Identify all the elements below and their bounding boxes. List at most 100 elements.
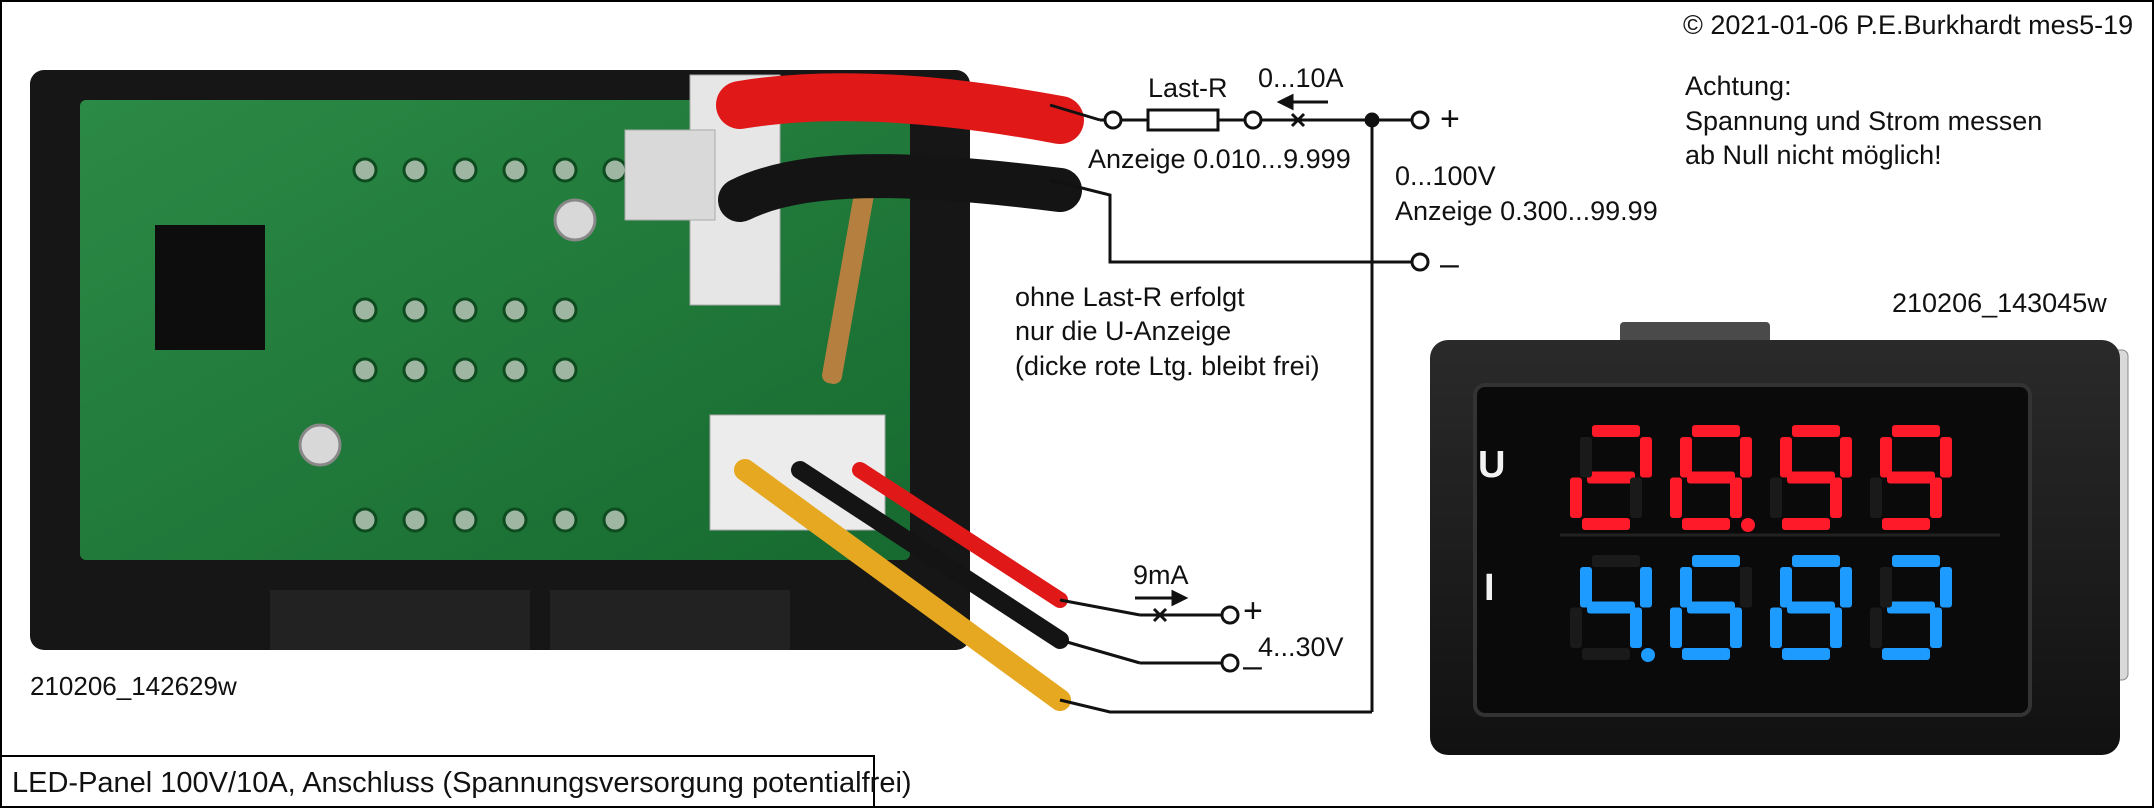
thin-red-wire	[852, 462, 1068, 608]
current-cross-b	[1290, 112, 1306, 128]
segment-c	[1830, 607, 1842, 648]
solder-pad	[452, 507, 478, 533]
solder-pad	[352, 157, 378, 183]
supply-red-lead	[1059, 598, 1141, 617]
segment-a	[1792, 555, 1840, 567]
plus-label: +	[1440, 100, 1460, 138]
current-display-label: Anzeige 0.010...9.999	[1088, 144, 1351, 174]
segment-e	[1770, 607, 1782, 648]
solder-pad	[552, 507, 578, 533]
minus-label: –	[1440, 245, 1459, 283]
segment-a	[1892, 425, 1940, 437]
note-line-1: ohne Last-R erfolgt	[1015, 282, 1245, 312]
segment-e	[1770, 477, 1782, 518]
solder-pad	[502, 357, 528, 383]
segment-d	[1582, 518, 1630, 530]
segment-d	[1682, 518, 1730, 530]
solder-pad	[552, 157, 578, 183]
segment-d	[1882, 518, 1930, 530]
segment-c	[1630, 477, 1642, 518]
solder-pad	[502, 507, 528, 533]
current-decimal-point	[1641, 648, 1655, 662]
thick-black-wire	[718, 154, 1082, 222]
current-digit-3	[1770, 555, 1852, 660]
current-range-label: 0...10A	[1258, 63, 1344, 93]
solder-pads	[352, 157, 628, 533]
u-label: U	[1478, 444, 1505, 486]
current-digit-1	[1570, 555, 1652, 660]
thin-black-wire	[791, 461, 1069, 649]
caption-text: LED-Panel 100V/10A, Anschluss (Spannungs…	[12, 767, 912, 799]
segment-g	[1887, 601, 1935, 614]
segment-e	[1670, 477, 1682, 518]
supply-range-label: 4...30V	[1258, 632, 1344, 662]
supply-terminal-minus	[1220, 653, 1240, 673]
wire-black-lead	[1049, 178, 1412, 264]
segment-c	[1930, 607, 1942, 648]
note-line-2: nur die U-Anzeige	[1015, 316, 1231, 346]
segment-c	[1630, 607, 1642, 648]
front-photo: U I	[1430, 322, 2129, 755]
segment-b	[1740, 567, 1752, 608]
trimpot-bottom	[298, 423, 342, 467]
solder-pad	[402, 357, 428, 383]
segment-b	[1940, 437, 1952, 478]
segment-g	[1887, 471, 1935, 484]
current-digit-2	[1670, 555, 1752, 660]
segment-d	[1882, 648, 1930, 660]
voltage-display-label: Anzeige 0.300...99.99	[1395, 196, 1658, 226]
voltage-digit-4	[1870, 425, 1952, 530]
segment-b	[1940, 567, 1952, 608]
trimpot-top	[553, 198, 597, 242]
segment-d	[1582, 648, 1630, 660]
display-window	[1473, 383, 2032, 717]
solder-pad	[452, 157, 478, 183]
solder-pad	[352, 297, 378, 323]
copyright-text: © 2021-01-06 P.E.Burkhardt mes5-19	[1683, 10, 2133, 40]
voltage-digit-3	[1770, 425, 1852, 530]
caption-box	[0, 755, 875, 808]
supply-plus-label: +	[1243, 592, 1263, 630]
terminal-circle-1	[1103, 110, 1123, 130]
note-line-3: (dicke rote Ltg. bleibt frei)	[1015, 351, 1320, 381]
back-photo: 210206_142629w	[30, 70, 1084, 711]
voltage-digit-2	[1670, 425, 1752, 530]
segment-e	[1570, 477, 1582, 518]
segment-e	[1870, 607, 1882, 648]
segment-f	[1580, 437, 1592, 478]
solder-pad	[602, 507, 628, 533]
segment-f	[1780, 567, 1792, 608]
solder-pad	[402, 507, 428, 533]
segment-a	[1692, 555, 1740, 567]
solder-pad	[452, 357, 478, 383]
solder-pad	[602, 157, 628, 183]
supply-current-label: 9mA	[1133, 560, 1189, 590]
yellow-wire	[734, 459, 1071, 711]
segment-a	[1792, 425, 1840, 437]
terminal-circle-minus	[1410, 252, 1430, 272]
segment-e	[1670, 607, 1682, 648]
supply-terminal-plus	[1220, 605, 1240, 625]
housing-tab-left	[270, 590, 530, 650]
segment-c	[1930, 477, 1942, 518]
voltage-digit-1	[1570, 425, 1652, 530]
solder-pad	[402, 157, 428, 183]
load-resistor-label: Last-R	[1148, 73, 1228, 103]
segment-a	[1592, 555, 1640, 567]
shunt-wire	[822, 186, 874, 384]
segment-g	[1587, 471, 1635, 484]
segment-g	[1787, 601, 1835, 614]
segment-f	[1580, 567, 1592, 608]
segment-f	[1880, 567, 1892, 608]
thick-red-wire	[716, 73, 1084, 144]
segment-a	[1892, 555, 1940, 567]
solder-pad	[452, 297, 478, 323]
segment-f	[1680, 567, 1692, 608]
segment-a	[1692, 425, 1740, 437]
housing-tab-right	[550, 590, 790, 650]
schematic	[1049, 93, 1430, 714]
solder-pad	[552, 297, 578, 323]
segment-g	[1687, 471, 1735, 484]
